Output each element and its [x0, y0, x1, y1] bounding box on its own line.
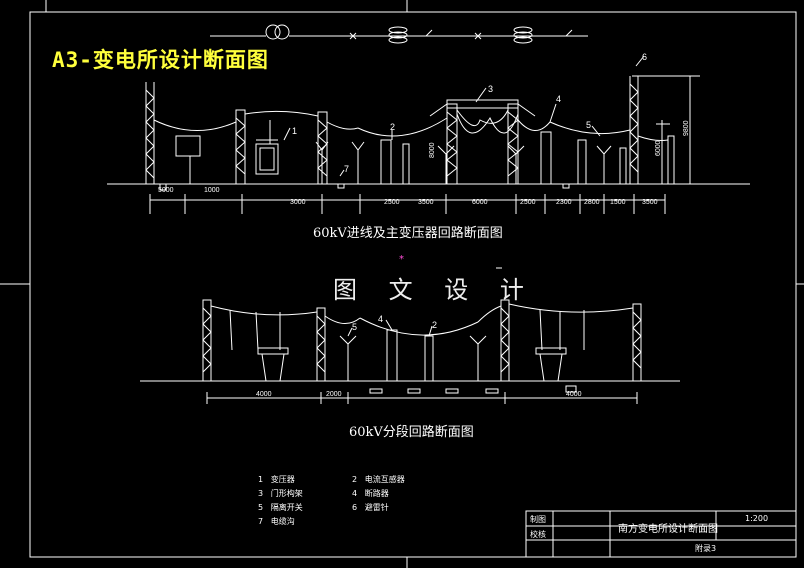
- lightning-rod-left: [145, 82, 155, 184]
- legend-label: 电缆沟: [270, 517, 295, 526]
- callouts-section1: [283, 55, 645, 177]
- gantries-section1: [235, 99, 675, 185]
- legend-label: 隔离开关: [270, 503, 303, 512]
- callout-3: 3: [488, 84, 493, 94]
- callout-b-5: 5: [352, 322, 357, 332]
- dim-vert-1: 8000: [429, 142, 436, 158]
- legend-num: 4: [352, 489, 358, 498]
- legend-label: 避雷针: [364, 503, 389, 512]
- equipment-section1: [159, 120, 627, 191]
- dimension-line-section1: [149, 75, 700, 214]
- section2-caption: 60kV分段回路断面图: [349, 425, 474, 440]
- title-block-row1: 制图: [530, 515, 546, 524]
- title-block-scale: 1:200: [745, 514, 769, 523]
- callout-4: 4: [556, 94, 561, 104]
- dim-bottom-1: 4000: [256, 391, 272, 398]
- section1-caption: 60kV进线及主变压器回路断面图: [313, 226, 503, 241]
- callout-2: 2: [390, 122, 395, 132]
- dim-top-2: 1000: [204, 187, 220, 194]
- legend-item: 4 断路器: [352, 488, 389, 499]
- legend-item: 2 电流互感器: [352, 474, 405, 485]
- dim-top-1: 5000: [158, 187, 174, 194]
- dim-top-3: 3000: [290, 199, 306, 206]
- insertion-marker: *: [399, 254, 404, 265]
- callout-5: 5: [586, 120, 591, 130]
- legend-item: 3 门形构架: [258, 488, 303, 499]
- dim-top-4: 2500: [384, 199, 400, 206]
- equipment-section2: [257, 329, 577, 394]
- dimension-labels-section1: 5000 1000 3000 2500 3500 6000 2500 2300 …: [158, 120, 690, 206]
- title-block: [525, 510, 797, 558]
- callout-labels-section1: 1 2 3 4 5 6 7: [292, 52, 647, 174]
- dim-bottom-3: 4000: [566, 391, 582, 398]
- legend-item: 5 隔离开关: [258, 502, 303, 513]
- legend-num: 6: [352, 503, 358, 512]
- callouts-section2: [347, 319, 433, 337]
- legend-item: 1 变压器: [258, 474, 295, 485]
- conductors-section2: [210, 303, 634, 351]
- watermark-text: 图 文 设 计: [333, 276, 536, 304]
- callout-labels-section2: 5 4 2: [352, 314, 437, 332]
- title-block-drawing-name: 南方变电所设计断面图: [618, 524, 718, 535]
- legend-label: 门形构架: [270, 489, 303, 498]
- dim-top-9: 2800: [584, 199, 600, 206]
- legend-item: 7 电缆沟: [258, 516, 295, 527]
- lightning-rod-right: [629, 76, 639, 184]
- legend-num: 5: [258, 503, 264, 512]
- dim-vert-3: 9800: [683, 120, 690, 136]
- dim-top-10: 1500: [610, 199, 626, 206]
- dim-top-7: 2500: [520, 199, 536, 206]
- callout-1: 1: [292, 126, 297, 136]
- single-line-schematic: [210, 24, 588, 44]
- legend-label: 断路器: [364, 489, 389, 498]
- callout-7: 7: [344, 164, 349, 174]
- title-block-sheet: 附录3: [695, 544, 717, 553]
- dim-top-6: 6000: [472, 199, 488, 206]
- legend-num: 1: [258, 475, 264, 484]
- callout-b-2: 2: [432, 320, 437, 330]
- dimension-line-section2: [206, 392, 638, 404]
- dim-bottom-2: 2000: [326, 391, 342, 398]
- drawing-title: A3-变电所设计断面图: [52, 48, 269, 72]
- gantries-section2: [202, 299, 642, 382]
- legend-item: 6 避雷针: [352, 502, 389, 513]
- dim-top-5: 3500: [418, 199, 434, 206]
- legend-label: 电流互感器: [364, 475, 405, 484]
- legend-num: 2: [352, 475, 358, 484]
- title-block-row2: 校核: [530, 530, 546, 539]
- dimension-labels-section2: 4000 2000 4000: [256, 391, 582, 398]
- legend-label: 变压器: [270, 475, 295, 484]
- legend-num: 3: [258, 489, 264, 498]
- callout-6: 6: [642, 52, 647, 62]
- dim-top-11: 3500: [642, 199, 658, 206]
- conductors-section1: [153, 109, 669, 141]
- dim-vert-2: 6000: [655, 140, 662, 156]
- legend-num: 7: [258, 517, 264, 526]
- callout-b-4: 4: [378, 314, 383, 324]
- dim-top-8: 2300: [556, 199, 572, 206]
